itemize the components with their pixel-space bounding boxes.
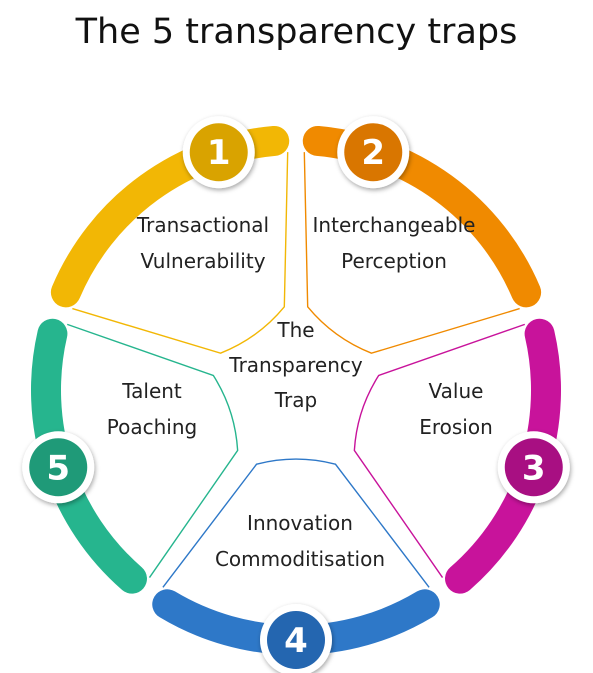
badge-1: 1 [182,116,255,189]
segment-outline-1 [72,152,289,354]
segment-outline-3 [353,323,526,578]
segment-outline-4 [162,458,430,588]
badge-3: 3 [497,431,570,504]
badge-5: 5 [22,431,95,504]
segment-divider-lines [66,152,526,588]
badge-number-5: 5 [46,448,70,488]
badge-number-3: 3 [522,448,546,488]
badge-disc-4 [267,611,325,669]
badge-2: 2 [337,116,410,189]
number-badges: 1 2 3 4 5 [22,116,570,673]
badge-number-2: 2 [361,133,385,173]
badge-number-4: 4 [284,621,308,661]
badge-disc-5 [29,438,88,497]
segment-outline-5 [66,323,239,578]
badge-4: 4 [260,604,332,673]
segment-outline-2 [303,152,520,354]
page-title: The 5 transparency traps [75,12,518,52]
badge-disc-2 [344,123,403,182]
badge-disc-3 [504,438,563,497]
badge-disc-1 [189,123,248,182]
badge-number-1: 1 [207,133,231,173]
